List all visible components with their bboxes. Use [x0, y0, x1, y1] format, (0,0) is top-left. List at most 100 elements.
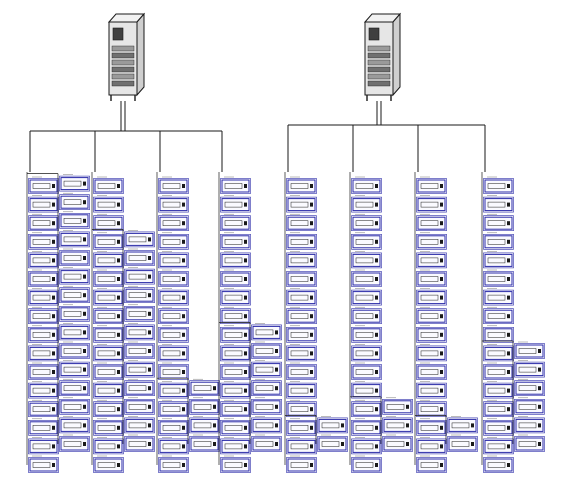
module-body	[60, 251, 89, 265]
module-body	[60, 437, 89, 451]
module-body	[287, 179, 316, 193]
module-display	[32, 276, 51, 282]
module-terminal	[148, 311, 151, 316]
module	[514, 397, 545, 415]
module-frame	[93, 382, 124, 399]
module-body	[417, 439, 446, 453]
module-terminal	[83, 218, 86, 223]
module	[220, 399, 251, 418]
module-terminal	[117, 239, 120, 244]
module-display	[63, 292, 82, 298]
module-display	[451, 422, 470, 429]
module-frame	[189, 398, 220, 415]
module-frame	[93, 178, 124, 194]
module	[416, 213, 447, 231]
module	[59, 434, 90, 452]
module-frame	[483, 326, 514, 343]
module-terminal	[244, 295, 247, 300]
module-display	[355, 369, 374, 375]
module-display	[518, 348, 537, 354]
module-body	[94, 365, 123, 379]
module-body	[287, 216, 316, 230]
module-body	[318, 418, 347, 432]
module-frame	[286, 234, 317, 250]
module-terminal	[507, 407, 510, 412]
module	[28, 437, 59, 455]
module	[59, 360, 90, 378]
module	[93, 325, 124, 343]
module	[189, 434, 220, 452]
module-terminal	[507, 239, 510, 244]
module-display	[451, 441, 470, 447]
module-body	[383, 400, 412, 414]
module-display	[128, 236, 147, 243]
module	[447, 416, 478, 434]
module-terminal	[244, 202, 247, 207]
module	[124, 416, 155, 434]
module-terminal	[406, 442, 409, 446]
module-frame	[124, 361, 155, 378]
module-display	[321, 441, 340, 447]
module	[317, 434, 348, 452]
module-terminal	[182, 258, 185, 263]
module-frame	[93, 326, 124, 343]
module-body	[125, 418, 154, 432]
module-body	[60, 195, 89, 209]
module-frame	[251, 436, 282, 452]
module-frame	[514, 436, 545, 452]
module-frame	[286, 178, 317, 194]
module-display	[162, 201, 181, 208]
module-body	[60, 325, 89, 339]
module	[286, 213, 317, 231]
module-frame	[28, 419, 59, 436]
module-terminal	[440, 425, 443, 430]
module-terminal	[148, 256, 151, 260]
module-frame	[28, 215, 59, 231]
module	[220, 381, 251, 399]
module-display	[420, 257, 439, 264]
module	[483, 437, 514, 455]
module	[158, 381, 189, 399]
module-frame	[514, 398, 545, 415]
module	[59, 304, 90, 322]
module-terminal	[83, 442, 86, 446]
module-display	[32, 183, 51, 189]
module-frame	[416, 345, 447, 362]
module-frame	[251, 398, 282, 415]
module	[93, 195, 124, 213]
module-terminal	[117, 332, 120, 337]
module-body	[352, 179, 381, 193]
module-display	[290, 332, 309, 338]
module-frame	[317, 417, 348, 434]
module	[59, 174, 90, 192]
module	[382, 397, 413, 415]
module-display	[224, 462, 243, 468]
module	[93, 455, 124, 473]
module-body	[352, 291, 381, 305]
module-frame	[59, 398, 90, 415]
module-display	[97, 369, 116, 375]
module-body	[515, 381, 544, 395]
module-display	[63, 199, 82, 205]
module-frame	[416, 252, 447, 269]
module-frame	[483, 271, 514, 287]
module	[351, 381, 382, 399]
module-display	[290, 294, 309, 301]
module-display	[420, 239, 439, 245]
module-body	[29, 235, 58, 249]
module-frame	[124, 343, 155, 359]
module-display	[63, 311, 82, 317]
module	[220, 288, 251, 306]
module-display	[128, 422, 147, 429]
module-display	[97, 183, 116, 189]
module-display	[290, 425, 309, 431]
group-2	[91, 172, 155, 473]
group-5	[284, 172, 348, 473]
module-terminal	[52, 221, 55, 226]
module-frame	[286, 457, 317, 473]
module-terminal	[507, 258, 510, 263]
module-display	[193, 441, 212, 447]
module	[59, 192, 90, 210]
module-frame	[416, 271, 447, 287]
module-body	[94, 439, 123, 453]
